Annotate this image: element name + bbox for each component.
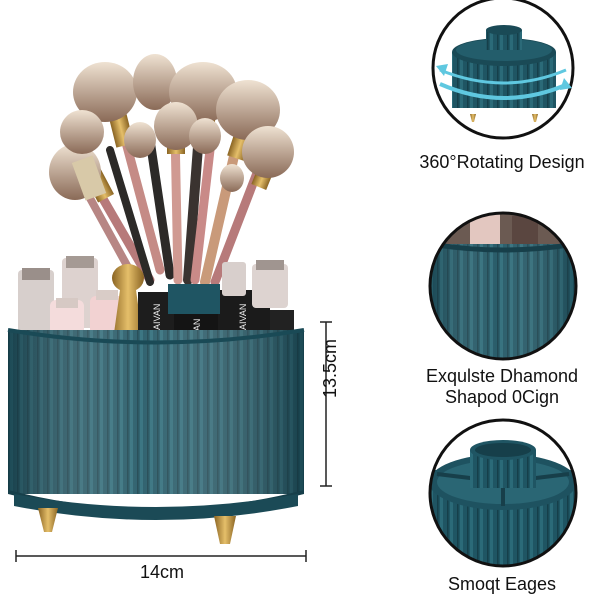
rotate-arrows-icon	[439, 82, 569, 100]
rotating-organizer	[7, 328, 305, 544]
box-label-3: AIVAN	[238, 304, 248, 330]
feature-caption-diamond: Exqulste Dhamond Shapod 0Cign	[402, 366, 600, 408]
width-dimension-label: 14cm	[139, 562, 184, 582]
makeup-brushes	[49, 54, 294, 287]
feature-caption-diamond-line2: Shapod 0Cign	[444, 387, 560, 407]
dimension-lines	[15, 321, 332, 562]
feature-caption-rotating: 360°Rotating Design	[419, 152, 585, 172]
feature-caption-smooth: Smoqt Eages	[447, 574, 557, 594]
feature-smooth-edges-image	[428, 418, 578, 568]
feature-rotating-image	[431, 0, 575, 140]
height-dimension-label: 13.5cm	[320, 338, 340, 398]
feature-caption-diamond-line1: Exqulste Dhamond	[425, 366, 579, 386]
feature-diamond-image	[428, 211, 578, 361]
box-label-1: AIVAN	[152, 304, 162, 330]
